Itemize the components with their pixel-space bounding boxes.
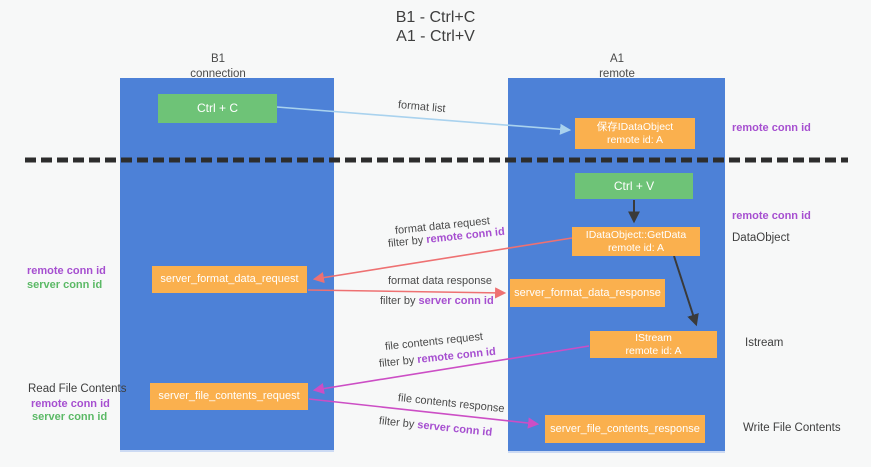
filter-prefix: filter by [378,354,418,370]
node-server-file-contents-response: server_file_contents_response [545,415,705,443]
annotation-remote-conn-id-top: remote conn id [732,122,811,134]
node-ctrl-v-label: Ctrl + V [613,178,655,193]
node-getdata-line2: remote id: A [607,241,665,254]
lane-a1-name: A1 [609,53,625,65]
filter-key-server-conn-id: server conn id [416,419,493,439]
lane-header-b1: B1 connection [128,52,308,82]
node-save-idataobject: 保存IDataObject remote id: A [575,118,695,149]
node-server-file-contents-response-label: server_file_contents_response [550,422,700,435]
annotation-write-file-contents: Write File Contents [743,422,841,434]
lane-header-a1: A1 remote [518,52,716,82]
annotation-left-remote-conn-id-1: remote conn id [27,265,106,277]
node-server-format-data-request: server_format_data_request [152,266,307,293]
filter-prefix: filter by [387,234,427,250]
lane-a1-role: remote [599,68,635,80]
node-server-file-contents-request: server_file_contents_request [150,383,308,410]
filter-prefix: filter by [378,415,418,431]
annotation-istream: Istream [745,337,784,349]
arrow-label-filter-server-conn-id-2: filter by server conn id [378,415,492,439]
annotation-dataobject: DataObject [732,232,790,244]
annotation-left-server-conn-id-2: server conn id [32,411,108,423]
node-save-idataobject-line1: 保存IDataObject [596,120,674,133]
arrow-label-filter-server-conn-id-1: filter by server conn id [380,295,494,307]
node-ctrl-c-label: Ctrl + C [196,101,238,115]
node-server-format-data-response-label: server_format_data_response [514,286,661,299]
filter-prefix: filter by [380,295,419,307]
node-idataobject-getdata: IDataObject::GetData remote id: A [572,227,700,256]
annotation-read-file-contents: Read File Contents [28,383,127,395]
node-server-format-data-response: server_format_data_response [510,279,665,307]
filter-key-remote-conn-id: remote conn id [416,345,497,366]
node-server-format-data-request-label: server_format_data_request [160,273,299,285]
arrow-format-data-response [307,287,507,299]
node-istream-line1: IStream [635,331,672,344]
annotation-left-remote-conn-id-2: remote conn id [31,398,110,410]
node-save-idataobject-line2: remote id: A [606,133,664,146]
annotation-remote-conn-id-mid: remote conn id [732,210,811,222]
annotation-left-server-conn-id-1: server conn id [27,279,103,291]
title-line-1: B1 - Ctrl+C [395,9,476,26]
node-getdata-line1: IDataObject::GetData [585,228,687,241]
arrow-label-format-data-response: format data response [388,275,492,287]
arrow-label-format-list: format list [397,99,447,116]
node-ctrl-c: Ctrl + C [158,94,277,123]
lane-b1-name: B1 [210,53,226,65]
lane-b1-role: connection [190,68,246,80]
filter-key-server-conn-id: server conn id [418,295,494,307]
node-istream: IStream remote id: A [590,331,717,358]
arrow-label-file-contents-response: file contents response [397,392,506,416]
node-server-file-contents-request-label: server_file_contents_request [158,390,300,402]
diagram-title: B1 - Ctrl+C A1 - Ctrl+V [0,8,871,46]
node-istream-line2: remote id: A [625,344,682,357]
node-ctrl-v: Ctrl + V [575,173,693,199]
title-line-2: A1 - Ctrl+V [396,28,475,45]
